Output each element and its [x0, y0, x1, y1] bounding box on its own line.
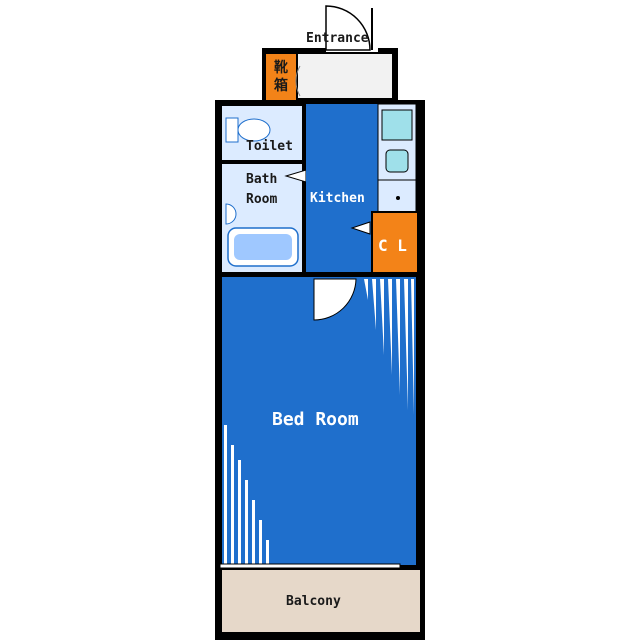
entrance-label: Entrance: [306, 31, 369, 46]
toilet-label: Toilet: [246, 139, 293, 154]
kitchen-counter: [377, 103, 417, 213]
balcony-label: Balcony: [286, 594, 341, 609]
balcony: [222, 570, 420, 632]
bath-label-line2: Room: [246, 192, 278, 207]
bath-fixtures: [225, 203, 299, 267]
window-reflection-bottom: [224, 425, 269, 565]
shoe-door-arc: [295, 65, 301, 97]
toilet-fixture: [225, 117, 271, 143]
window-reflection-top: [364, 279, 414, 415]
balcony-window: [219, 563, 401, 569]
bath-label-line1: Bath: [246, 172, 278, 187]
shoe-storage: [266, 54, 296, 100]
shoe-storage-label: 靴 箱: [266, 54, 296, 100]
bedroom-door: [313, 278, 357, 321]
shoe-storage-label-1: 靴: [274, 60, 288, 76]
closet-label: C L: [378, 236, 407, 255]
entrance-door: [325, 5, 378, 52]
closet: [371, 211, 419, 275]
closet-door: [350, 221, 371, 235]
bedroom-top-wall: [218, 272, 418, 277]
kitchen-label: Kitchen: [310, 191, 365, 206]
shoe-storage-label-2: 箱: [274, 78, 288, 94]
entrance-floor: [298, 54, 392, 98]
bedroom-label: Bed Room: [272, 409, 359, 430]
